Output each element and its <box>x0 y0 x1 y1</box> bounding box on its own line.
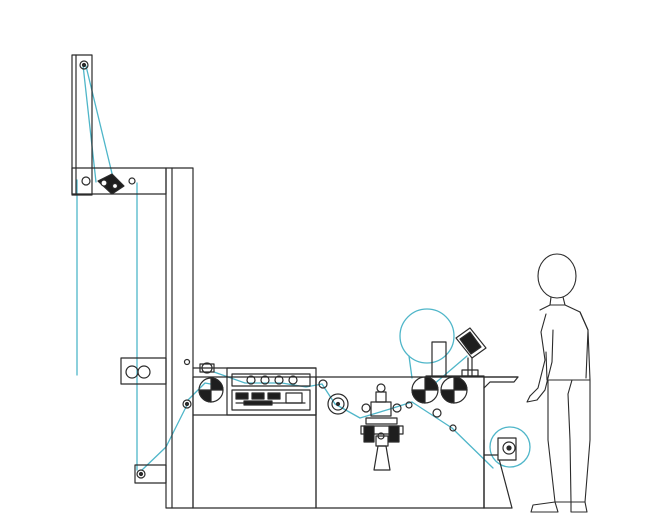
operator-figure <box>526 253 591 513</box>
machine-body-left <box>192 362 317 509</box>
left-column <box>165 167 194 509</box>
unwind-tower <box>71 54 167 196</box>
rewind-roll-upper <box>411 376 468 404</box>
control-monitor <box>455 327 487 377</box>
quartered-roller-a <box>411 376 439 404</box>
tooling-unit <box>226 367 317 416</box>
guide-roller-block <box>120 357 167 385</box>
quartered-roller-left <box>198 377 224 403</box>
rewind-roll-lower <box>497 437 517 461</box>
quartered-roller-b <box>440 376 468 404</box>
bottom-guide-roller <box>134 464 167 484</box>
cutting-section <box>315 341 519 509</box>
web-path <box>76 64 531 471</box>
tension-arm <box>97 173 125 195</box>
